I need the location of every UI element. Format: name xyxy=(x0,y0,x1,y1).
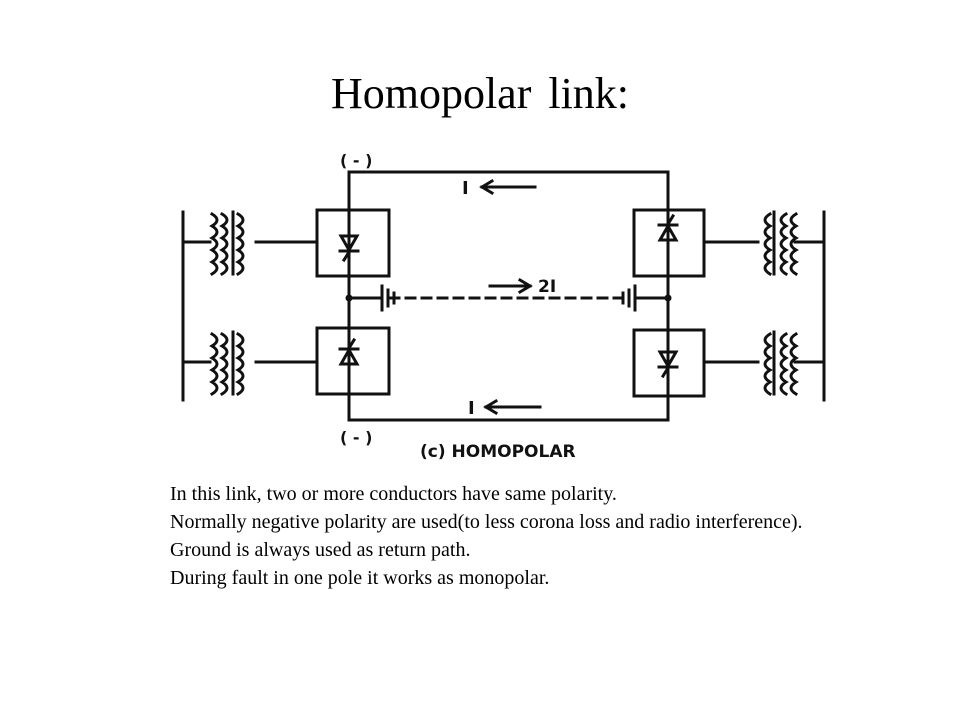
ground-symbol-right xyxy=(621,284,637,312)
top-current-label: I xyxy=(462,178,469,199)
ground-current-label: 2I xyxy=(538,277,556,297)
top-current-arrow xyxy=(479,178,537,196)
slide-title: Homopolar link: xyxy=(330,69,630,118)
bullet-list: In this link, two or more conductors hav… xyxy=(170,480,856,592)
bottom-polarity-label: ( - ) xyxy=(340,428,372,447)
bullet-text: Ground is always used as return path. xyxy=(170,539,471,561)
bullet-text: Normally negative polarity are used(to l… xyxy=(170,511,803,533)
transformer-right-top xyxy=(763,210,799,277)
thyristor-right-top xyxy=(657,213,679,242)
converter-left-bottom xyxy=(315,326,391,396)
junction-dot xyxy=(664,294,672,302)
bottom-current-arrow xyxy=(483,398,542,416)
top-polarity-label: ( - ) xyxy=(340,151,372,170)
junction-dot xyxy=(345,294,353,302)
ground-current-arrow xyxy=(488,277,533,295)
bottom-current-label: I xyxy=(468,398,475,419)
thyristor-right-bottom xyxy=(657,350,679,379)
transformer-right-bottom xyxy=(763,330,799,397)
thyristor-left-top xyxy=(338,234,360,263)
homopolar-link-diagram: ( - ) ( - ) I 2I I (c) HOMOPOLAR xyxy=(181,151,826,462)
ground-symbol-left xyxy=(380,284,396,312)
thyristor-left-bottom xyxy=(338,337,360,366)
transformer-left-top xyxy=(209,210,245,277)
transformer-left-bottom xyxy=(209,330,245,397)
bullet-text: In this link, two or more conductors hav… xyxy=(170,483,617,505)
bullet-text: During fault in one pole it works as mon… xyxy=(170,567,550,589)
diagram-caption: (c) HOMOPOLAR xyxy=(420,442,576,462)
